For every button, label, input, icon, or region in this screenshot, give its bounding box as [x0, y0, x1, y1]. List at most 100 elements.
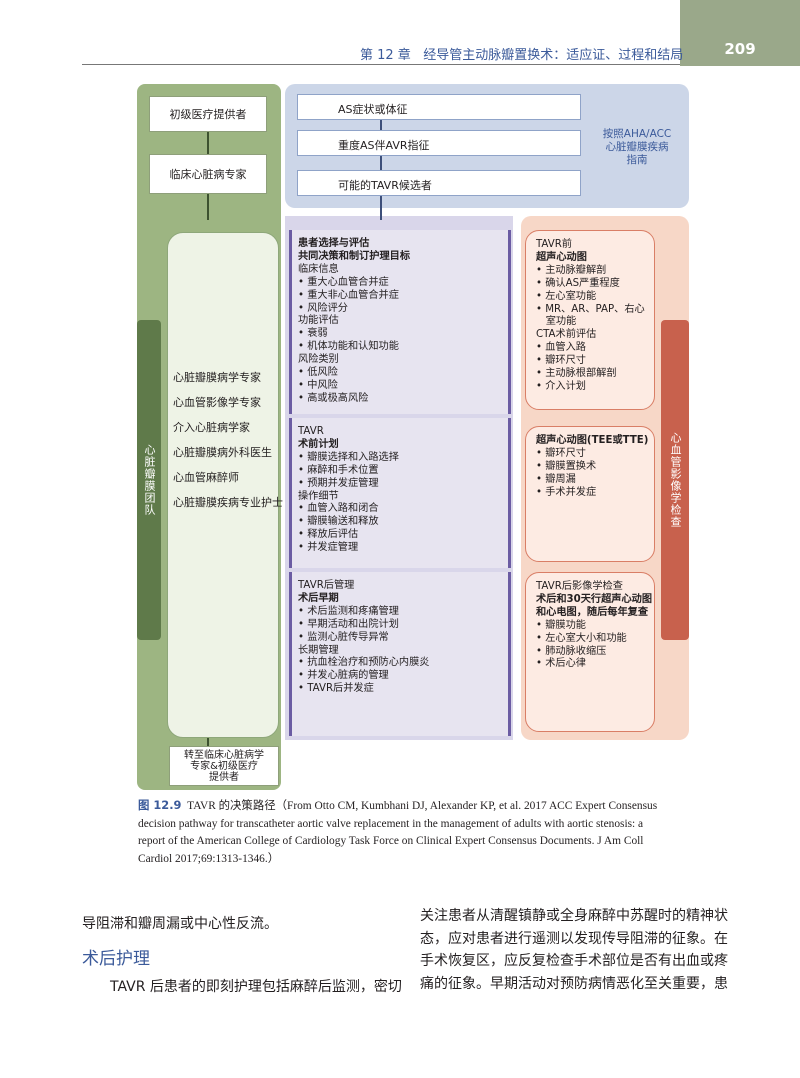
body-line: 痛的征象。早期活动对预防病情恶化至关重要，患: [420, 975, 728, 992]
section-line: • 风险评分: [298, 302, 348, 314]
as-symptom-box: AS症状或体征: [297, 94, 581, 120]
arrow-down: [207, 194, 209, 220]
figure-decision-pathway: 初级医疗提供者 临床心脏病专家 AS症状或体征 重度AS伴AVR指征 可能的TA…: [137, 84, 689, 790]
section-line: • 瓣周漏: [536, 473, 576, 485]
imaging-label: 心血管影像学检查: [669, 432, 682, 528]
team-member: 心血管影像学专家: [173, 396, 261, 409]
section-line: • 左心室大小和功能: [536, 632, 627, 644]
section-line: • 抗血栓治疗和预防心内膜炎: [298, 657, 430, 669]
chapter-label: 第 12 章: [360, 48, 411, 63]
team-member: 心脏瓣膜疾病专业护士: [173, 496, 283, 509]
team-member: 心脏瓣膜病外科医生: [173, 446, 272, 459]
section-line: • 低风险: [298, 367, 338, 379]
section-line: • 术后心律: [536, 658, 586, 670]
section-line: • 左心室功能: [536, 290, 597, 302]
header-rule: [82, 64, 680, 65]
arrow-down: [207, 132, 209, 154]
section-line: 风险类别: [298, 354, 339, 366]
section-line: • 瓣膜置换术: [536, 460, 597, 472]
section-line: TAVR: [298, 426, 324, 437]
referral-line: 转至临床心脏病学: [184, 749, 264, 761]
guideline-line: 按照AHA/ACC: [602, 128, 672, 140]
section-line: • MR、AR、PAP、右心: [536, 303, 645, 315]
team-member: 心脏瓣膜病学专家: [173, 371, 261, 384]
section-line: • 瓣膜功能: [536, 619, 586, 631]
arrow-down: [207, 738, 209, 748]
guideline-note: 按照AHA/ACC 心脏瓣膜疾病 指南: [589, 128, 685, 167]
right-section-pre-tavr: TAVR前 超声心动图 • 主动脉瓣解剖 • 确认AS严重程度 • 左心室功能 …: [525, 230, 655, 410]
section-line: • 机体功能和认知功能: [298, 341, 399, 353]
right-section-intraop-echo: 超声心动图(TEE或TTE) • 瓣环尺寸 • 瓣膜置换术 • 瓣周漏 • 手术…: [525, 426, 655, 562]
section-line: • 高或极高风险: [298, 392, 369, 404]
team-member: 介入心脏病学家: [173, 421, 250, 434]
section-line: • 监测心脏传导异常: [298, 631, 389, 643]
section-line: • 血管入路和闭合: [298, 503, 379, 515]
middle-section-post-tavr: TAVR后管理 术后早期 • 术后监测和疼痛管理 • 早期活动和出院计划 • 监…: [289, 572, 511, 736]
section-line: • 中风险: [298, 379, 338, 391]
section-line: CTA术前评估: [536, 329, 597, 341]
tavr-candidate-box: 可能的TAVR候选者: [297, 170, 581, 196]
arrow-down: [380, 196, 382, 220]
team-members-list: 心脏瓣膜病学专家 心血管影像学专家 介入心脏病学家 心脏瓣膜病外科医生 心血管麻…: [173, 365, 283, 515]
section-line: 超声心动图: [536, 251, 587, 263]
section-line: 术后和30天行超声心动图: [536, 593, 653, 605]
arrow-down: [380, 120, 382, 130]
section-line: • 衰弱: [298, 328, 328, 340]
section-heading: 术后护理: [82, 949, 150, 969]
section-line: TAVR后影像学检查: [536, 581, 623, 592]
body-left-line1: 导阻滞和瓣周漏或中心性反流。: [82, 916, 278, 932]
caption-line: 图 12.9 TAVR 的决策路径（From Otto CM, Kumbhani…: [138, 797, 694, 816]
section-line: 室功能: [536, 316, 577, 328]
section-line: • 主动脉根部解剖: [536, 368, 617, 380]
section-line: • 瓣环尺寸: [536, 447, 586, 459]
guideline-line: 心脏瓣膜疾病: [605, 141, 669, 153]
chapter-title: 经导管主动脉瓣置换术：适应证、过程和结局: [423, 48, 684, 63]
section-line: • 重大非心血管合并症: [298, 289, 399, 301]
team-panel: [167, 232, 279, 738]
referral-line: 提供者: [209, 771, 239, 783]
arrow-down: [380, 156, 382, 170]
section-line: • 瓣膜输送和释放: [298, 516, 379, 528]
caption-text: TAVR 的决策路径（From Otto CM, Kumbhani DJ, Al…: [187, 800, 658, 812]
section-line: TAVR前: [536, 239, 572, 250]
section-line: 术前计划: [298, 438, 339, 450]
middle-section-tavr: TAVR 术前计划 • 瓣膜选择和入路选择 • 麻醉和手术位置 • 预期并发症管…: [289, 418, 511, 568]
body-left-line2: TAVR 后患者的即刻护理包括麻醉后监测，密切: [110, 979, 402, 995]
running-header: 第 12 章 经导管主动脉瓣置换术：适应证、过程和结局: [360, 44, 683, 63]
referral-box: 转至临床心脏病学 专家&初级医疗 提供者: [169, 746, 279, 786]
section-line: • TAVR后并发症: [298, 683, 374, 695]
section-line: • 早期活动和出院计划: [298, 618, 399, 630]
section-line: 操作细节: [298, 490, 339, 502]
section-line: • 肺动脉收缩压: [536, 645, 607, 657]
primary-care-box: 初级医疗提供者: [149, 96, 267, 132]
section-line: 患者选择与评估: [298, 238, 370, 249]
referral-line: 专家&初级医疗: [190, 760, 258, 772]
valve-team-bar: 心脏瓣膜团队: [137, 320, 161, 640]
body-line: 态，应对患者进行遥测以发现传导阻滞的征象。在: [420, 930, 728, 947]
body-line: 手术恢复区，应反复检查手术部位是否有出血或疼: [420, 953, 728, 969]
section-line: 共同决策和制订护理目标: [298, 250, 411, 262]
imaging-bar: 心血管影像学检查: [661, 320, 689, 640]
section-line: TAVR后管理: [298, 580, 355, 591]
section-line: • 重大心血管合并症: [298, 276, 389, 288]
section-line: • 释放后评估: [298, 529, 359, 541]
caption-line: report of the American College of Cardio…: [138, 835, 644, 847]
caption-line: Cardiol 2017;69:1313-1346.）: [138, 852, 280, 865]
page-number: 209: [724, 40, 756, 58]
section-line: 临床信息: [298, 263, 339, 275]
section-line: • 预期并发症管理: [298, 477, 379, 489]
section-line: 和心电图，随后每年复查: [536, 606, 649, 618]
section-line: • 主动脉瓣解剖: [536, 264, 607, 276]
right-section-post-imaging: TAVR后影像学检查 术后和30天行超声心动图 和心电图，随后每年复查 • 瓣膜…: [525, 572, 655, 732]
page-tab: [680, 0, 800, 66]
section-line: • 手术并发症: [536, 486, 597, 498]
severe-as-box: 重度AS伴AVR指征: [297, 130, 581, 156]
middle-section-selection: 患者选择与评估 共同决策和制订护理目标 临床信息 • 重大心血管合并症 • 重大…: [289, 230, 511, 414]
clinical-cardiologist-box: 临床心脏病专家: [149, 154, 267, 194]
section-line: 长期管理: [298, 644, 339, 656]
section-line: • 瓣膜选择和入路选择: [298, 451, 399, 463]
body-right-column: 关注患者从清醒镇静或全身麻醉中苏醒时的精神状 态，应对患者进行遥测以发现传导阻滞…: [420, 905, 728, 995]
section-line: 功能评估: [298, 315, 339, 327]
guideline-line: 指南: [626, 154, 648, 166]
section-line: • 并发症管理: [298, 542, 359, 554]
